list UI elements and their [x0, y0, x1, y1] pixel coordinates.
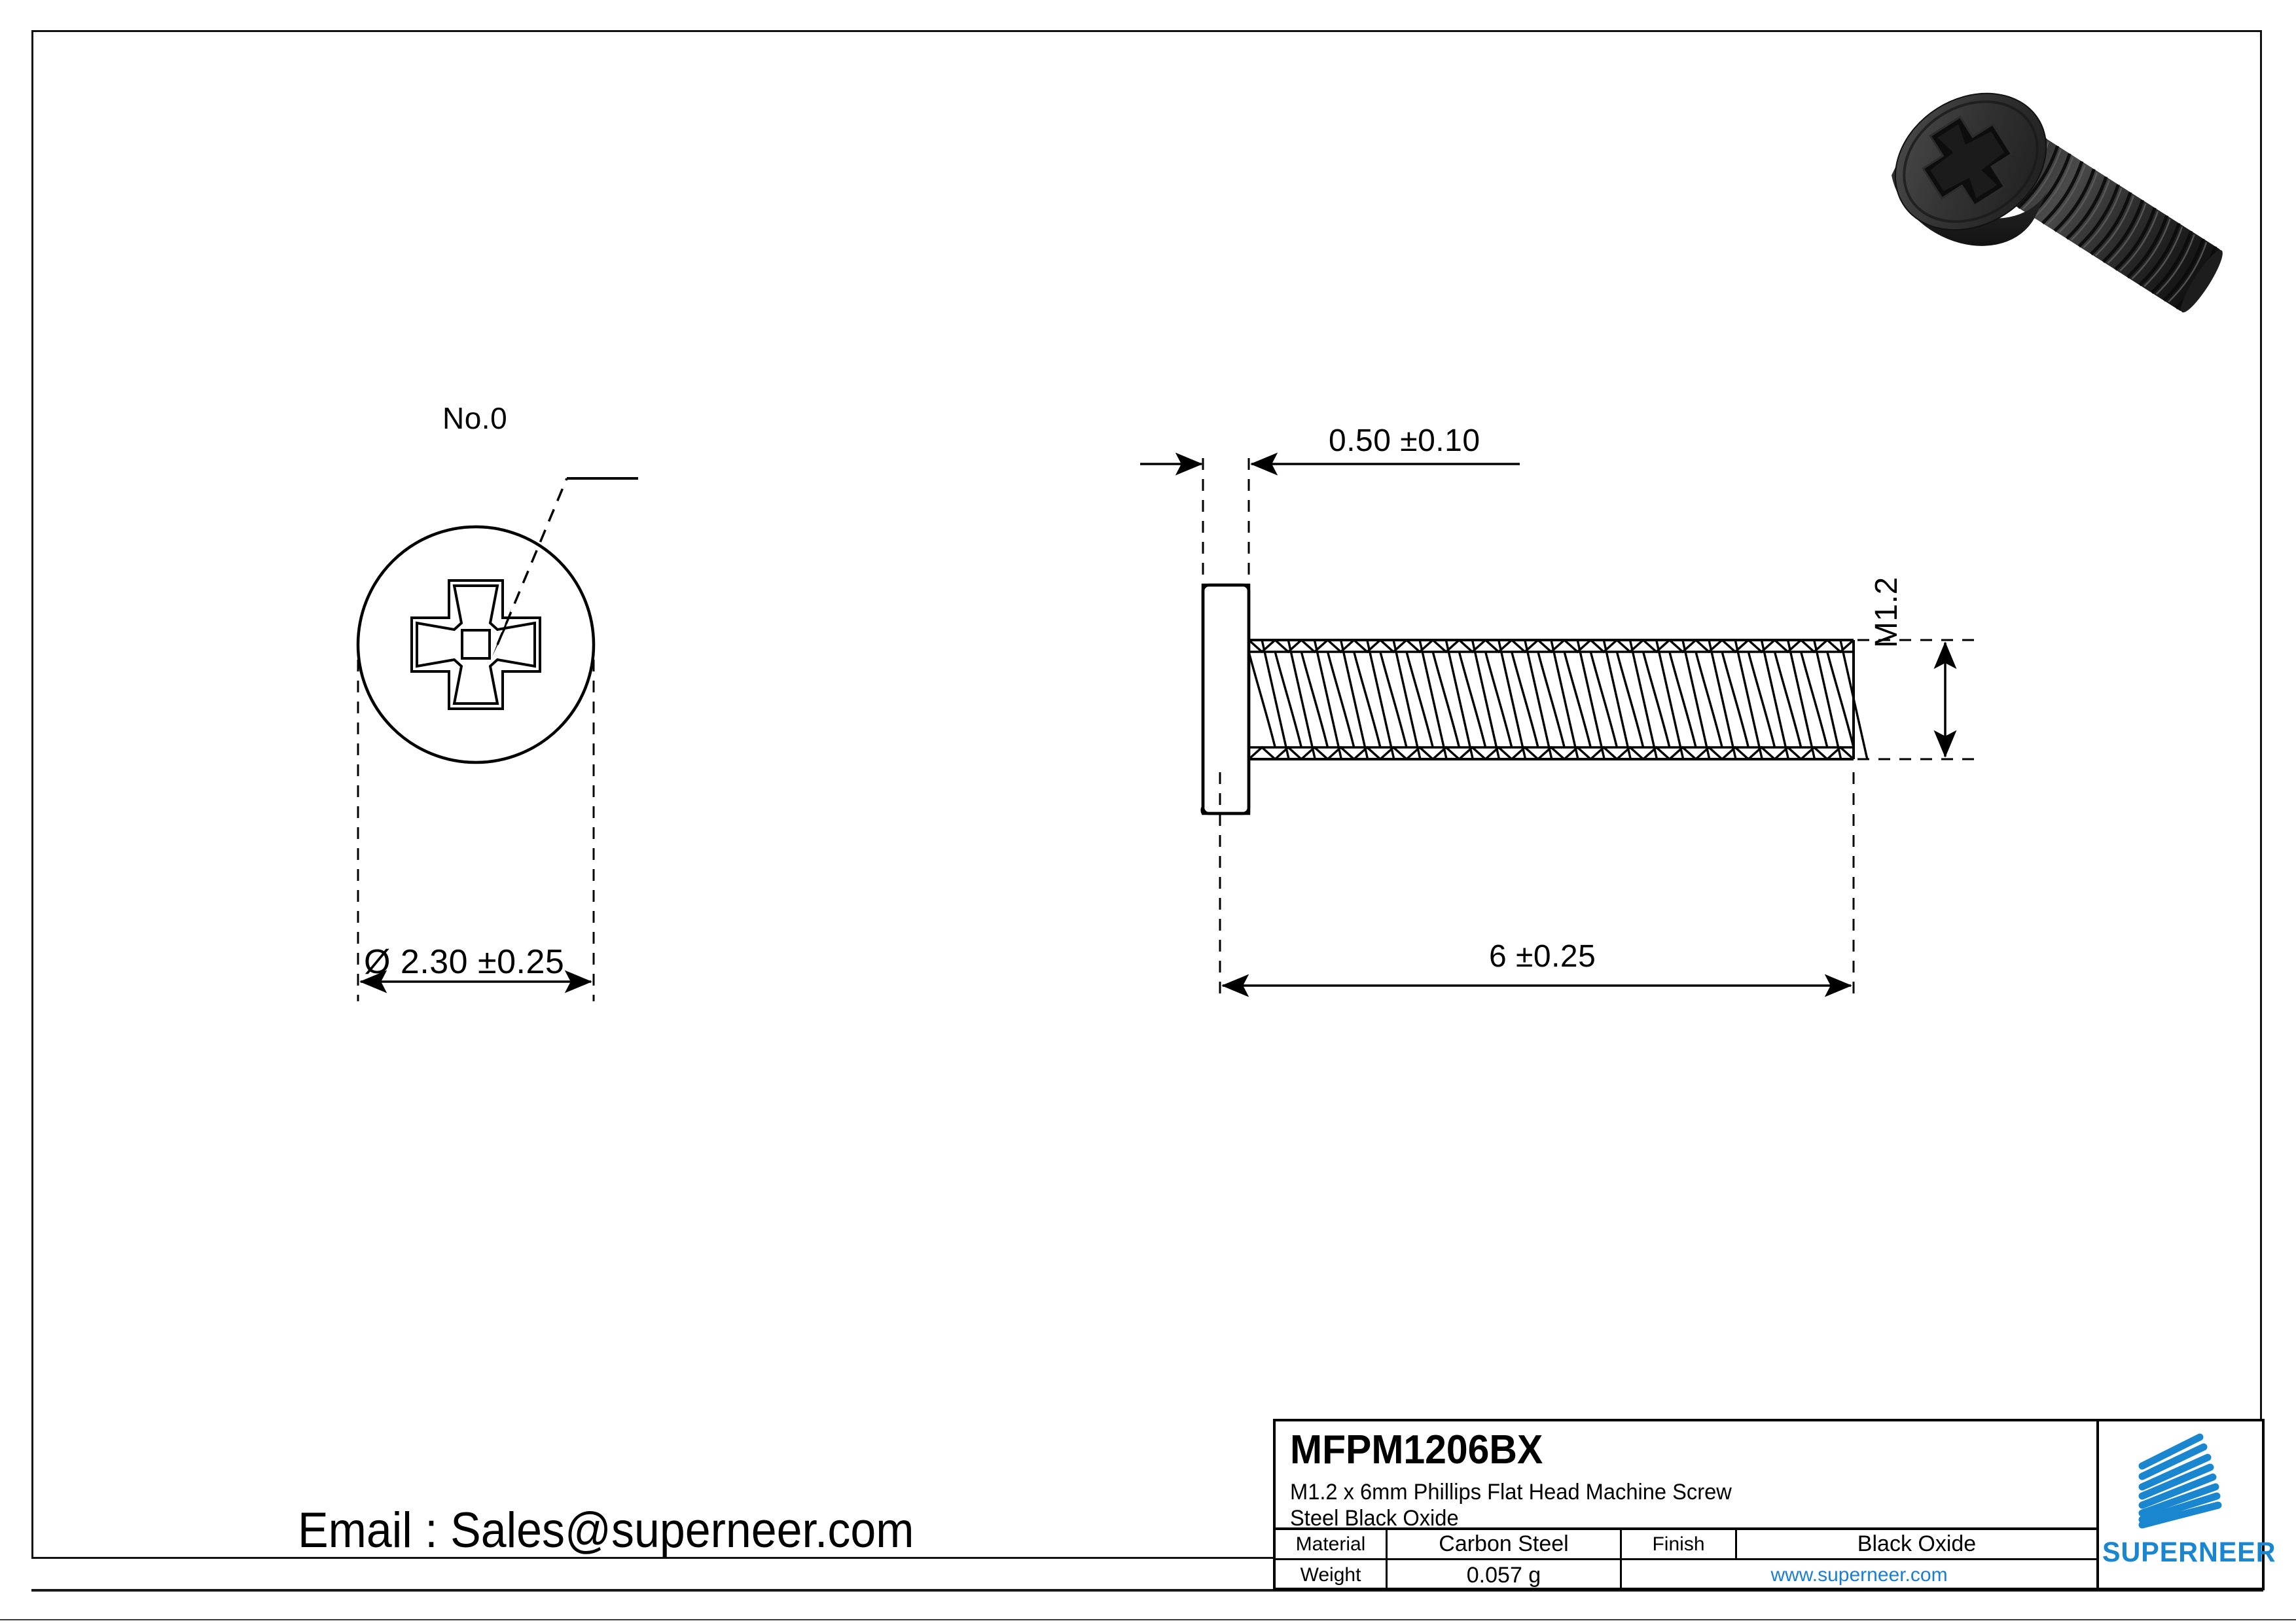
sheet-bottom-rule — [31, 1589, 2263, 1592]
table-row: Weight 0.057 g www.superneer.com — [1276, 1560, 2096, 1590]
render-phillips-recess — [1922, 115, 2013, 207]
contact-email-text: Email : Sales@superneer.com — [298, 1503, 914, 1558]
material-label: Material — [1295, 1533, 1366, 1555]
brand-name: SUPERNEER — [2102, 1537, 2276, 1568]
finish-label: Finish — [1620, 1530, 1735, 1558]
table-row: Material Carbon Steel Finish Black Oxide — [1276, 1530, 2096, 1560]
title-block-description-area: MFPM1206BX M1.2 x 6mm Phillips Flat Head… — [1276, 1421, 2096, 1531]
head-diameter-label: Ø 2.30 ±0.25 — [364, 943, 565, 981]
weight-label: Weight — [1300, 1564, 1361, 1586]
title-block: MFPM1206BX M1.2 x 6mm Phillips Flat Head… — [1273, 1419, 2099, 1590]
recess-callout-label: No.0 — [442, 401, 508, 435]
thread-size-label: M1.2 — [1869, 577, 1904, 648]
head-height-label: 0.50 ±0.10 — [1329, 423, 1480, 458]
drawing-frame-border — [31, 30, 2262, 1559]
brand-logo-box: SUPERNEER — [2099, 1419, 2276, 1590]
part-number: MFPM1206BX — [1290, 1427, 1543, 1472]
finish-value: Black Oxide — [1735, 1530, 2096, 1558]
screw-3d-render — [1892, 92, 2223, 313]
material-value: Carbon Steel — [1386, 1530, 1620, 1558]
description-line-2: Steel Black Oxide — [1290, 1506, 1459, 1531]
superneer-logo-icon — [2138, 1433, 2222, 1529]
overall-length-label: 6 ±0.25 — [1489, 939, 1596, 974]
render-head — [1892, 92, 2050, 246]
sheet-bottom-rule-secondary — [0, 1619, 2296, 1620]
description-line-1: M1.2 x 6mm Phillips Flat Head Machine Sc… — [1290, 1480, 1732, 1505]
website-link[interactable]: www.superneer.com — [1620, 1560, 2096, 1590]
weight-value: 0.057 g — [1386, 1560, 1620, 1590]
